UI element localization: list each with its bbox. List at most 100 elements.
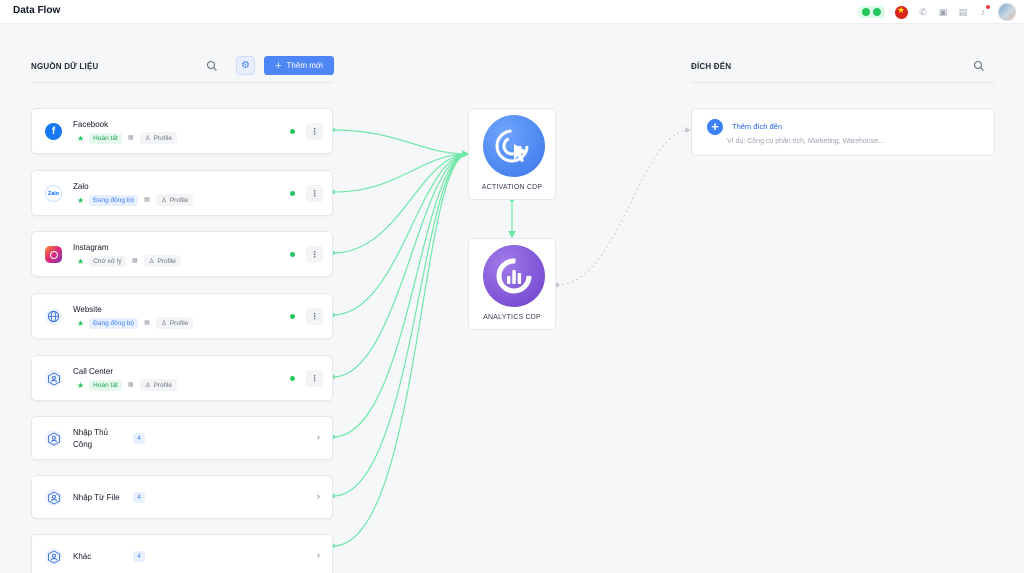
help-icon[interactable]: ▣: [938, 7, 948, 17]
source-card-call-center[interactable]: Call Center ★ Hoàn tất ▦ ♙Profile ⋮: [31, 355, 333, 401]
user-icon: ♙: [144, 135, 151, 142]
status-badge: Chờ xử lý: [89, 255, 126, 267]
status-badge: Đang đồng bộ: [89, 317, 139, 329]
status-dot: [290, 252, 295, 257]
source-meta: ★ Đang đồng bộ ▦ ♙Profile: [77, 194, 194, 206]
more-options-button[interactable]: ⋮: [306, 246, 323, 263]
user-icon: ♙: [144, 382, 151, 389]
source-name: Zalo: [73, 182, 89, 191]
destinations-divider: [691, 82, 995, 83]
more-options-button[interactable]: ⋮: [306, 123, 323, 140]
call-center-icon: [45, 370, 62, 387]
group-name: Khác: [73, 552, 92, 561]
globe-icon: [45, 308, 62, 325]
source-meta: ★ Chờ xử lý ▦ ♙Profile: [77, 255, 181, 267]
status-badge: Hoàn tất: [89, 379, 122, 391]
status-badge: Đang đồng bộ: [89, 194, 139, 206]
star-icon: ★: [77, 318, 85, 328]
source-card-instagram[interactable]: Instagram ★ Chờ xử lý ▦ ♙Profile ⋮: [31, 231, 333, 277]
user-group-icon: [45, 548, 62, 565]
table-icon: ▦: [144, 320, 150, 326]
sources-title: NGUỒN DỮ LIỆU: [31, 62, 99, 71]
source-name: Instagram: [73, 243, 109, 252]
profile-label: Profile: [169, 319, 189, 327]
count-badge: 4: [133, 551, 145, 562]
add-source-label: Thêm mới: [286, 61, 323, 70]
settings-button[interactable]: ⚙: [236, 56, 255, 75]
gift-icon[interactable]: ▤: [958, 7, 968, 17]
profile-chip: ♙Profile: [156, 194, 194, 206]
more-options-button[interactable]: ⋮: [306, 308, 323, 325]
more-options-button[interactable]: ⋮: [306, 185, 323, 202]
group-name: Nhập Từ File: [73, 493, 120, 502]
add-destination-hint: Ví dụ: Công cụ phân tích, Marketing, War…: [727, 138, 884, 145]
star-icon: ★: [77, 256, 85, 266]
table-icon: ▦: [127, 382, 134, 388]
analytics-cdp-label: ANALYTICS CDP: [483, 314, 541, 321]
phone-icon[interactable]: ✆: [919, 7, 927, 17]
source-name: Website: [73, 305, 102, 314]
user-icon: ♙: [148, 258, 155, 265]
user-icon: ♙: [161, 320, 167, 327]
profile-chip: ♙Profile: [143, 255, 181, 267]
star-icon: ★: [77, 195, 85, 205]
user-icon: ♙: [161, 197, 167, 204]
star-icon: ★: [77, 133, 85, 143]
group-card-other[interactable]: Khác 4 ›: [31, 534, 333, 573]
status-dot: [290, 376, 295, 381]
source-meta: ★ Đang đồng bộ ▦ ♙Profile: [77, 317, 194, 329]
app-title: Data Flow: [13, 5, 61, 16]
flag-vn-icon[interactable]: [895, 5, 908, 19]
add-destination-title: Thêm đích đến: [732, 122, 783, 131]
source-card-zalo[interactable]: Zalo Zalo ★ Đang đồng bộ ▦ ♙Profile ⋮: [31, 170, 333, 216]
analytics-cdp-card[interactable]: ANALYTICS CDP: [468, 238, 556, 330]
count-badge: 4: [133, 492, 145, 503]
table-icon: ▦: [127, 135, 134, 141]
avatar[interactable]: [998, 3, 1016, 21]
user-group-icon: [45, 430, 62, 447]
group-card-manual-import[interactable]: Nhập Thủ Công 4 ›: [31, 416, 333, 460]
source-meta: ★ Hoàn tất ▦ ♙Profile: [77, 132, 178, 144]
star-icon: ★: [77, 380, 85, 390]
call-status-icon[interactable]: [858, 6, 885, 18]
group-card-file-import[interactable]: Nhập Từ File 4 ›: [31, 475, 333, 519]
plus-circle-icon[interactable]: +: [707, 119, 723, 135]
profile-chip: ♙Profile: [139, 379, 178, 391]
add-source-button[interactable]: + Thêm mới: [264, 56, 334, 75]
search-destinations-icon[interactable]: [973, 60, 985, 72]
status-badge: Hoàn tất: [89, 132, 122, 144]
notification-icon[interactable]: ♪: [978, 5, 990, 17]
instagram-icon: [45, 246, 62, 263]
add-destination-card[interactable]: + Thêm đích đến Ví dụ: Công cụ phân tích…: [691, 108, 995, 156]
table-icon: ▦: [144, 197, 150, 203]
top-bar: Data Flow ✆ ▣ ▤ ♪: [0, 0, 1024, 24]
source-card-facebook[interactable]: f Facebook ★ Hoàn tất ▦ ♙Profile ⋮: [31, 108, 333, 154]
chevron-right-icon[interactable]: ›: [317, 432, 320, 442]
zalo-icon: Zalo: [45, 185, 62, 202]
profile-label: Profile: [169, 196, 189, 204]
table-icon: ▦: [131, 258, 138, 264]
profile-chip: ♙Profile: [139, 132, 178, 144]
source-name: Facebook: [73, 120, 109, 129]
activation-cdp-card[interactable]: ACTIVATION CDP: [468, 108, 556, 200]
gear-icon: ⚙: [241, 60, 250, 71]
chevron-right-icon[interactable]: ›: [317, 491, 320, 501]
user-group-icon: [45, 489, 62, 506]
search-sources-icon[interactable]: [206, 60, 218, 72]
more-options-button[interactable]: ⋮: [306, 370, 323, 387]
source-meta: ★ Hoàn tất ▦ ♙Profile: [77, 379, 178, 391]
activation-cdp-label: ACTIVATION CDP: [481, 184, 543, 191]
group-name: Nhập Thủ Công: [73, 428, 108, 449]
analytics-chart-icon: [483, 245, 545, 307]
count-badge: 4: [133, 433, 145, 444]
activation-target-icon: [483, 115, 545, 177]
profile-label: Profile: [153, 381, 173, 389]
profile-label: Profile: [157, 257, 176, 265]
status-dot: [290, 191, 295, 196]
status-dot: [290, 314, 295, 319]
profile-label: Profile: [153, 134, 173, 142]
destinations-title: ĐÍCH ĐẾN: [691, 62, 732, 71]
source-card-website[interactable]: Website ★ Đang đồng bộ ▦ ♙Profile ⋮: [31, 293, 333, 339]
chevron-right-icon[interactable]: ›: [317, 550, 320, 560]
status-dot: [290, 129, 295, 134]
